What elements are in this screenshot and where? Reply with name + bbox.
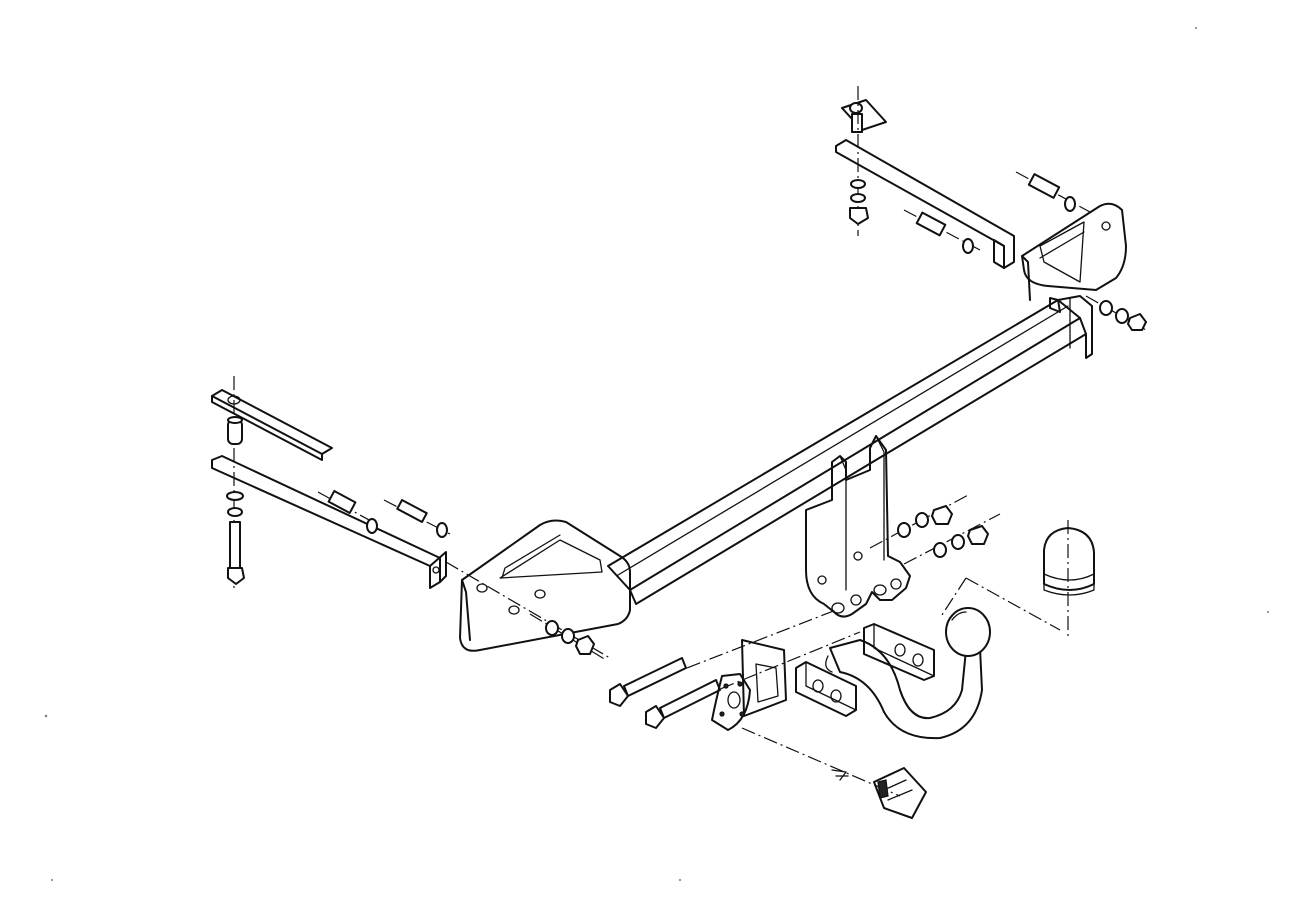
wiring-connector: [741, 727, 927, 819]
right-top-plate: [841, 86, 887, 236]
left-side-bolts: [317, 490, 451, 538]
center-bracket-nuts: [869, 493, 1001, 565]
left-plate-nuts: [529, 613, 607, 661]
crossbar-beam: [607, 295, 1093, 605]
right-side-bolts: [903, 171, 1147, 331]
tow-ball-cap: [1043, 520, 1095, 640]
left-end-plate: [459, 519, 631, 652]
left-side-arm: [211, 455, 611, 659]
central-mount-bracket: [805, 435, 911, 618]
left-bolt-stack: [226, 376, 245, 590]
right-end-plate: [1021, 202, 1127, 301]
scan-specks: [44, 27, 1269, 881]
long-mounting-bolts: [609, 609, 861, 729]
tow-ball-neck: [825, 577, 1061, 740]
socket-mounting-plate: [711, 639, 787, 731]
right-side-arm: [835, 139, 1015, 269]
clamp-blocks: [795, 623, 935, 717]
